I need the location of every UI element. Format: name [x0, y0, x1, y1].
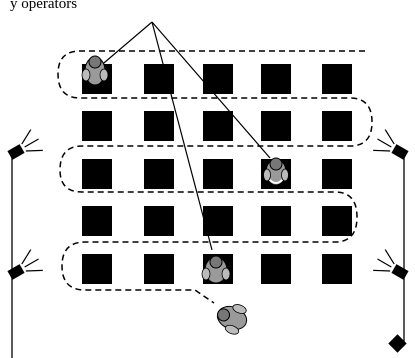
storage-block: [82, 111, 112, 141]
storage-block: [144, 206, 174, 236]
storage-block: [203, 64, 233, 94]
operator: [81, 55, 109, 86]
storage-block: [144, 159, 174, 189]
storage-block: [82, 254, 112, 284]
operator: [201, 255, 231, 284]
storage-block: [144, 254, 174, 284]
storage-block: [322, 111, 352, 141]
storage-block: [322, 254, 352, 284]
storage-block: [261, 64, 291, 94]
storage-block: [322, 159, 352, 189]
camera-icon: [7, 129, 43, 160]
camera-icon: [373, 249, 409, 280]
callout-line-2: [151, 21, 213, 251]
storage-block: [203, 159, 233, 189]
operator: [263, 157, 289, 186]
camera-icon: [373, 129, 409, 160]
storage-block: [144, 111, 174, 141]
camera-icon: [7, 249, 43, 280]
storage-block: [261, 206, 291, 236]
caption-label: y operators: [10, 0, 78, 12]
storage-block: [144, 64, 174, 94]
storage-block: [261, 111, 291, 141]
storage-block: [203, 111, 233, 141]
storage-block: [203, 206, 233, 236]
storage-block: [82, 206, 112, 236]
storage-block: [322, 64, 352, 94]
storage-block: [82, 159, 112, 189]
operator: [216, 304, 248, 335]
callout-line-1: [97, 21, 153, 69]
callout-lines: [97, 21, 271, 251]
storage-block: [261, 254, 291, 284]
storage-block: [322, 206, 352, 236]
diamond-marker-icon: [388, 334, 407, 353]
